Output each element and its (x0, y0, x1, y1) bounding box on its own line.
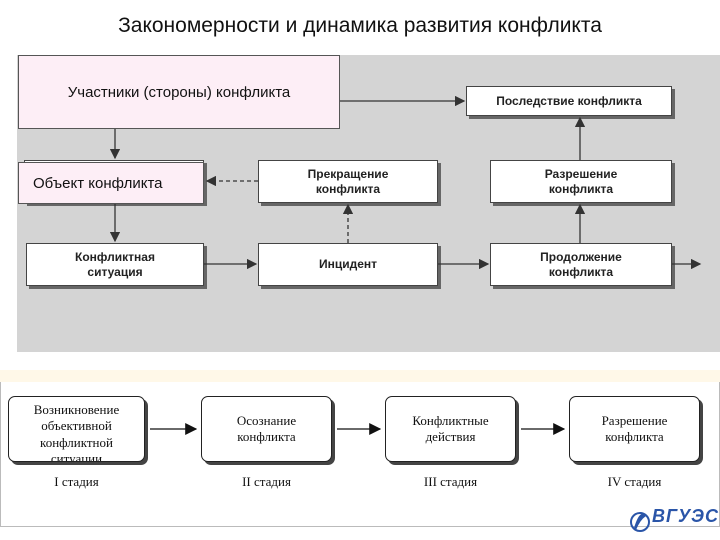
consequence-box: Последствие конфликта (466, 86, 672, 116)
stage-4-text: Разрешение конфликта (601, 412, 668, 444)
object-box: Объект конфликта (18, 162, 204, 204)
resolution-label: Разрешение конфликта (544, 166, 618, 196)
situation-box: Конфликтная ситуация (26, 243, 204, 286)
participants-box: Участники (стороны) конфликта (18, 55, 340, 129)
consequence-label: Последствие конфликта (496, 93, 642, 108)
resolution-box: Разрешение конфликта (490, 160, 672, 203)
page-title: Закономерности и динамика развития конфл… (118, 14, 602, 37)
stage-3-text: Конфликтные действия (412, 412, 489, 444)
incident-box: Инцидент (258, 243, 438, 286)
stage-box-2: Осознание конфликта (201, 396, 332, 462)
continuation-label: Продолжение конфликта (540, 249, 622, 279)
stages-panel-top-strip (0, 370, 720, 382)
incident-label: Инцидент (318, 257, 378, 271)
logo-text: ВГУЭС (652, 506, 719, 526)
termination-label: Прекращение конфликта (307, 166, 389, 196)
logo-emblem-icon (630, 512, 650, 532)
stage-1-text: Возникновение объективной конфликтной си… (33, 402, 120, 462)
stage-2-label: II стадия (242, 474, 291, 489)
participants-label: Участники (стороны) конфликта (67, 83, 291, 101)
situation-label: Конфликтная ситуация (75, 249, 155, 279)
stage-1-label: I стадия (54, 474, 99, 489)
stage-box-4: Разрешение конфликта (569, 396, 700, 462)
continuation-box: Продолжение конфликта (490, 243, 672, 286)
stage-2-text: Осознание конфликта (236, 412, 297, 444)
stage-box-3: Конфликтные действия (385, 396, 516, 462)
stage-box-1: Возникновение объективной конфликтной си… (8, 396, 145, 462)
stage-3-label: III стадия (423, 474, 478, 489)
termination-box: Прекращение конфликта (258, 160, 438, 203)
stage-4-label: IV стадия (607, 474, 662, 489)
object-label: Объект конфликта (33, 174, 163, 192)
